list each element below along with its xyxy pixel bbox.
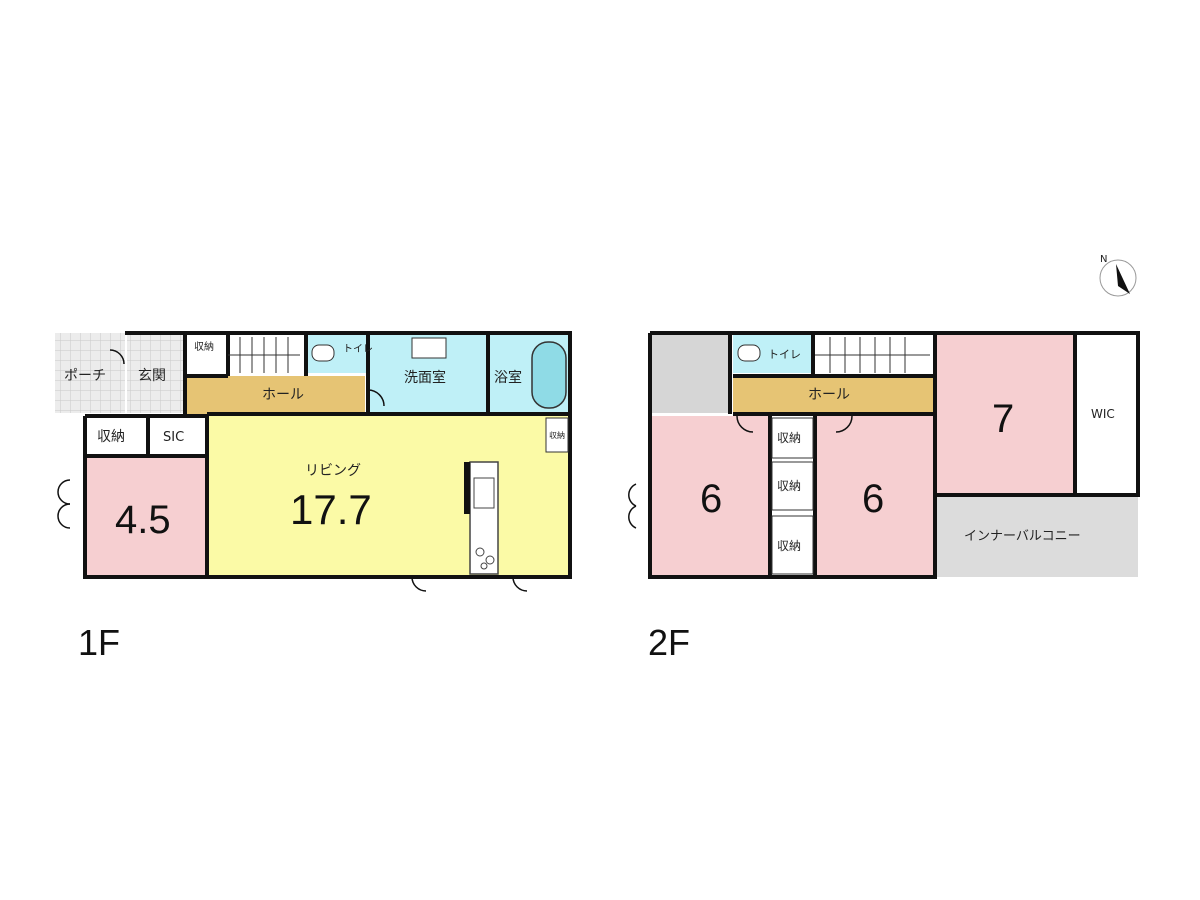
kitchen-island-wall xyxy=(464,462,470,514)
washroom-label: 洗面室 xyxy=(404,369,446,386)
toilet-1f-label: トイレ xyxy=(343,344,373,355)
door-swing xyxy=(109,349,125,365)
room-6-left-size: 6 xyxy=(700,477,722,521)
hall-2f-label: ホール xyxy=(808,387,850,403)
bathtub xyxy=(531,341,567,409)
compass-label: N xyxy=(1100,254,1107,265)
kitchen-sink xyxy=(473,477,495,509)
stove-burner xyxy=(475,547,485,557)
door-swing xyxy=(367,389,385,407)
shuno-1-label: 収納 xyxy=(777,431,801,445)
door-swing xyxy=(628,483,637,507)
toilet-bowl-icon xyxy=(737,344,761,362)
shuno-box xyxy=(771,515,814,575)
sic-label: SIC xyxy=(163,430,184,445)
living-area xyxy=(207,416,570,576)
door-swing xyxy=(57,503,71,529)
wic-area xyxy=(1078,335,1136,493)
shuno-small-box xyxy=(545,417,569,453)
shuno-3-label: 収納 xyxy=(777,539,801,553)
shuno-box xyxy=(771,461,814,511)
bath-label: 浴室 xyxy=(494,369,522,386)
shuno-2-label: 収納 xyxy=(777,479,801,493)
room-7-area xyxy=(935,333,1075,493)
genkan-label: 玄関 xyxy=(138,367,166,384)
wash-basin-icon xyxy=(411,337,447,359)
floor-1f-label: 1F xyxy=(78,622,120,663)
inner-balcony-area xyxy=(935,495,1138,577)
void-area xyxy=(650,333,730,413)
room-6-mid-area xyxy=(815,416,935,576)
kitchen-counter xyxy=(469,461,499,575)
floor-2f-plan xyxy=(628,331,1140,579)
door-swing xyxy=(835,415,853,433)
hall-2f-area xyxy=(733,376,933,414)
room-45-size: 4.5 xyxy=(115,498,171,542)
toilet-bowl-icon xyxy=(311,344,335,362)
door-swing xyxy=(57,479,71,505)
door-swing xyxy=(736,415,754,433)
living-name-label: リビング xyxy=(305,463,361,479)
room-6-mid-size: 6 xyxy=(862,477,884,521)
room-7-size: 7 xyxy=(992,397,1014,441)
shuno-small-label: 収納 xyxy=(549,430,565,440)
stairs-lines xyxy=(815,337,930,373)
floor-1f-plan xyxy=(55,331,572,592)
inner-balcony-label: インナーバルコニー xyxy=(964,529,1081,544)
room-6-left-area xyxy=(650,416,770,576)
wic-label: WIC xyxy=(1091,407,1115,421)
door-swing xyxy=(411,576,427,592)
porch-area xyxy=(55,333,125,413)
room-45-area xyxy=(85,456,205,576)
stove-burner xyxy=(480,562,488,570)
floor-2f-label: 2F xyxy=(648,622,690,663)
shuno-top-label: 収納 xyxy=(194,340,214,353)
stairs-lines xyxy=(228,337,300,373)
porch-label: ポーチ xyxy=(64,368,106,384)
toilet-2f-label: トイレ xyxy=(768,348,801,361)
door-swing xyxy=(512,576,528,592)
genkan-area xyxy=(127,333,185,413)
shuno-box xyxy=(771,417,814,459)
door-swing xyxy=(628,505,637,529)
north-arrow-icon xyxy=(1099,259,1137,297)
hall-1f-label: ホール xyxy=(262,387,304,403)
living-size: 17.7 xyxy=(290,486,372,533)
shuno-left-label: 収納 xyxy=(97,429,125,445)
stove-burner xyxy=(485,555,495,565)
hall-1f-area xyxy=(185,376,365,414)
